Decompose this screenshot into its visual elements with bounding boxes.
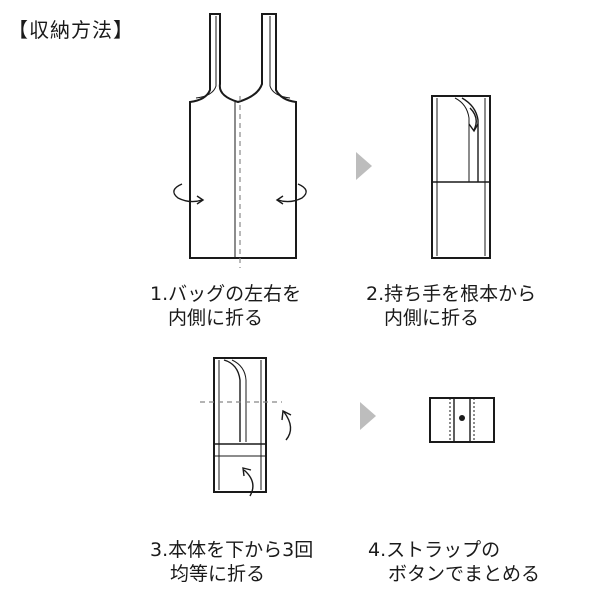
next-arrow-icon xyxy=(356,152,372,180)
step3-line1: 3.本体を下から3回 xyxy=(150,539,314,561)
step2-caption: 2.持ち手を根本から 内側に折る xyxy=(366,282,536,330)
page-title: 【収納方法】 xyxy=(8,18,134,42)
step1-line2: 内側に折る xyxy=(168,307,264,329)
bag-inner-seam-left xyxy=(195,16,217,99)
step3-figure xyxy=(200,357,292,497)
rotate-arrow-right-icon xyxy=(277,183,307,203)
fold-down-arrow-icon xyxy=(469,107,477,131)
strap xyxy=(453,397,471,443)
step4-line2: ボタンでまとめる xyxy=(388,563,541,585)
button-icon xyxy=(459,415,465,421)
step1-figure xyxy=(173,13,307,268)
rotate-arrow-left-icon xyxy=(173,183,203,203)
step4-caption: 4.ストラップの ボタンでまとめる xyxy=(368,538,540,586)
step4-figure xyxy=(429,397,495,443)
step3-caption: 3.本体を下から3回 均等に折る xyxy=(150,538,313,586)
fold-up-arrow-icon xyxy=(283,411,292,441)
step1-line1: 1.バッグの左右を xyxy=(150,283,302,305)
step3-line2: 均等に折る xyxy=(170,563,266,585)
step2-line1: 2.持ち手を根本から xyxy=(366,283,537,305)
step4-line1: 4.ストラップの xyxy=(368,539,501,561)
next-arrow-icon xyxy=(360,402,376,430)
bag-outline xyxy=(189,13,297,259)
handle-strap xyxy=(223,359,241,442)
fold-up-arrow-icon-2 xyxy=(243,469,254,497)
bag-inner-seam-right xyxy=(269,16,291,99)
step2-figure xyxy=(431,95,491,259)
step2-line2: 内側に折る xyxy=(384,307,480,329)
step1-caption: 1.バッグの左右を 内側に折る xyxy=(150,282,301,330)
handle-strap xyxy=(461,97,479,182)
